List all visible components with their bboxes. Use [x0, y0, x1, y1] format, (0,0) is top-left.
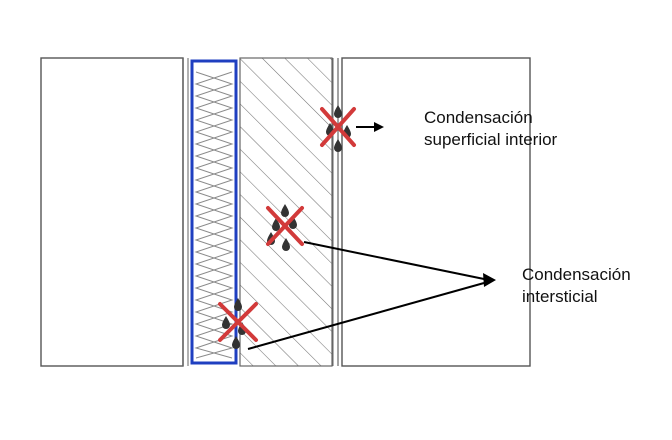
surface-condensation-marker — [320, 105, 356, 152]
interstitial-condensation-marker-insulation — [218, 298, 258, 349]
interstitial-condensation-label-line2: intersticial — [522, 287, 598, 306]
surface-condensation-label-line1: Condensación — [424, 108, 533, 127]
interstitial-condensation-label-line1: Condensación — [522, 265, 631, 284]
cross-icon — [320, 107, 356, 147]
interstitial-arrow-upper — [303, 241, 485, 280]
interstitial-condensation-label: Condensación intersticial — [522, 264, 631, 308]
interior-room-panel — [341, 57, 531, 367]
surface-condensation-label-line2: superficial interior — [424, 130, 558, 149]
arrowhead-icon — [483, 273, 496, 287]
outer-leaf-layer — [182, 58, 189, 366]
exterior-wall-panel — [40, 57, 184, 367]
interstitial-arrow-lower — [247, 282, 485, 350]
interior-plaster-layer — [332, 58, 339, 366]
surface-arrow — [356, 122, 384, 132]
surface-condensation-label: Condensación superficial interior — [424, 107, 557, 151]
insulation-layer — [190, 59, 238, 365]
arrowhead-icon — [374, 122, 384, 132]
cross-icon — [218, 302, 258, 342]
interstitial-condensation-marker-masonry — [266, 204, 304, 251]
cross-icon — [266, 206, 304, 246]
